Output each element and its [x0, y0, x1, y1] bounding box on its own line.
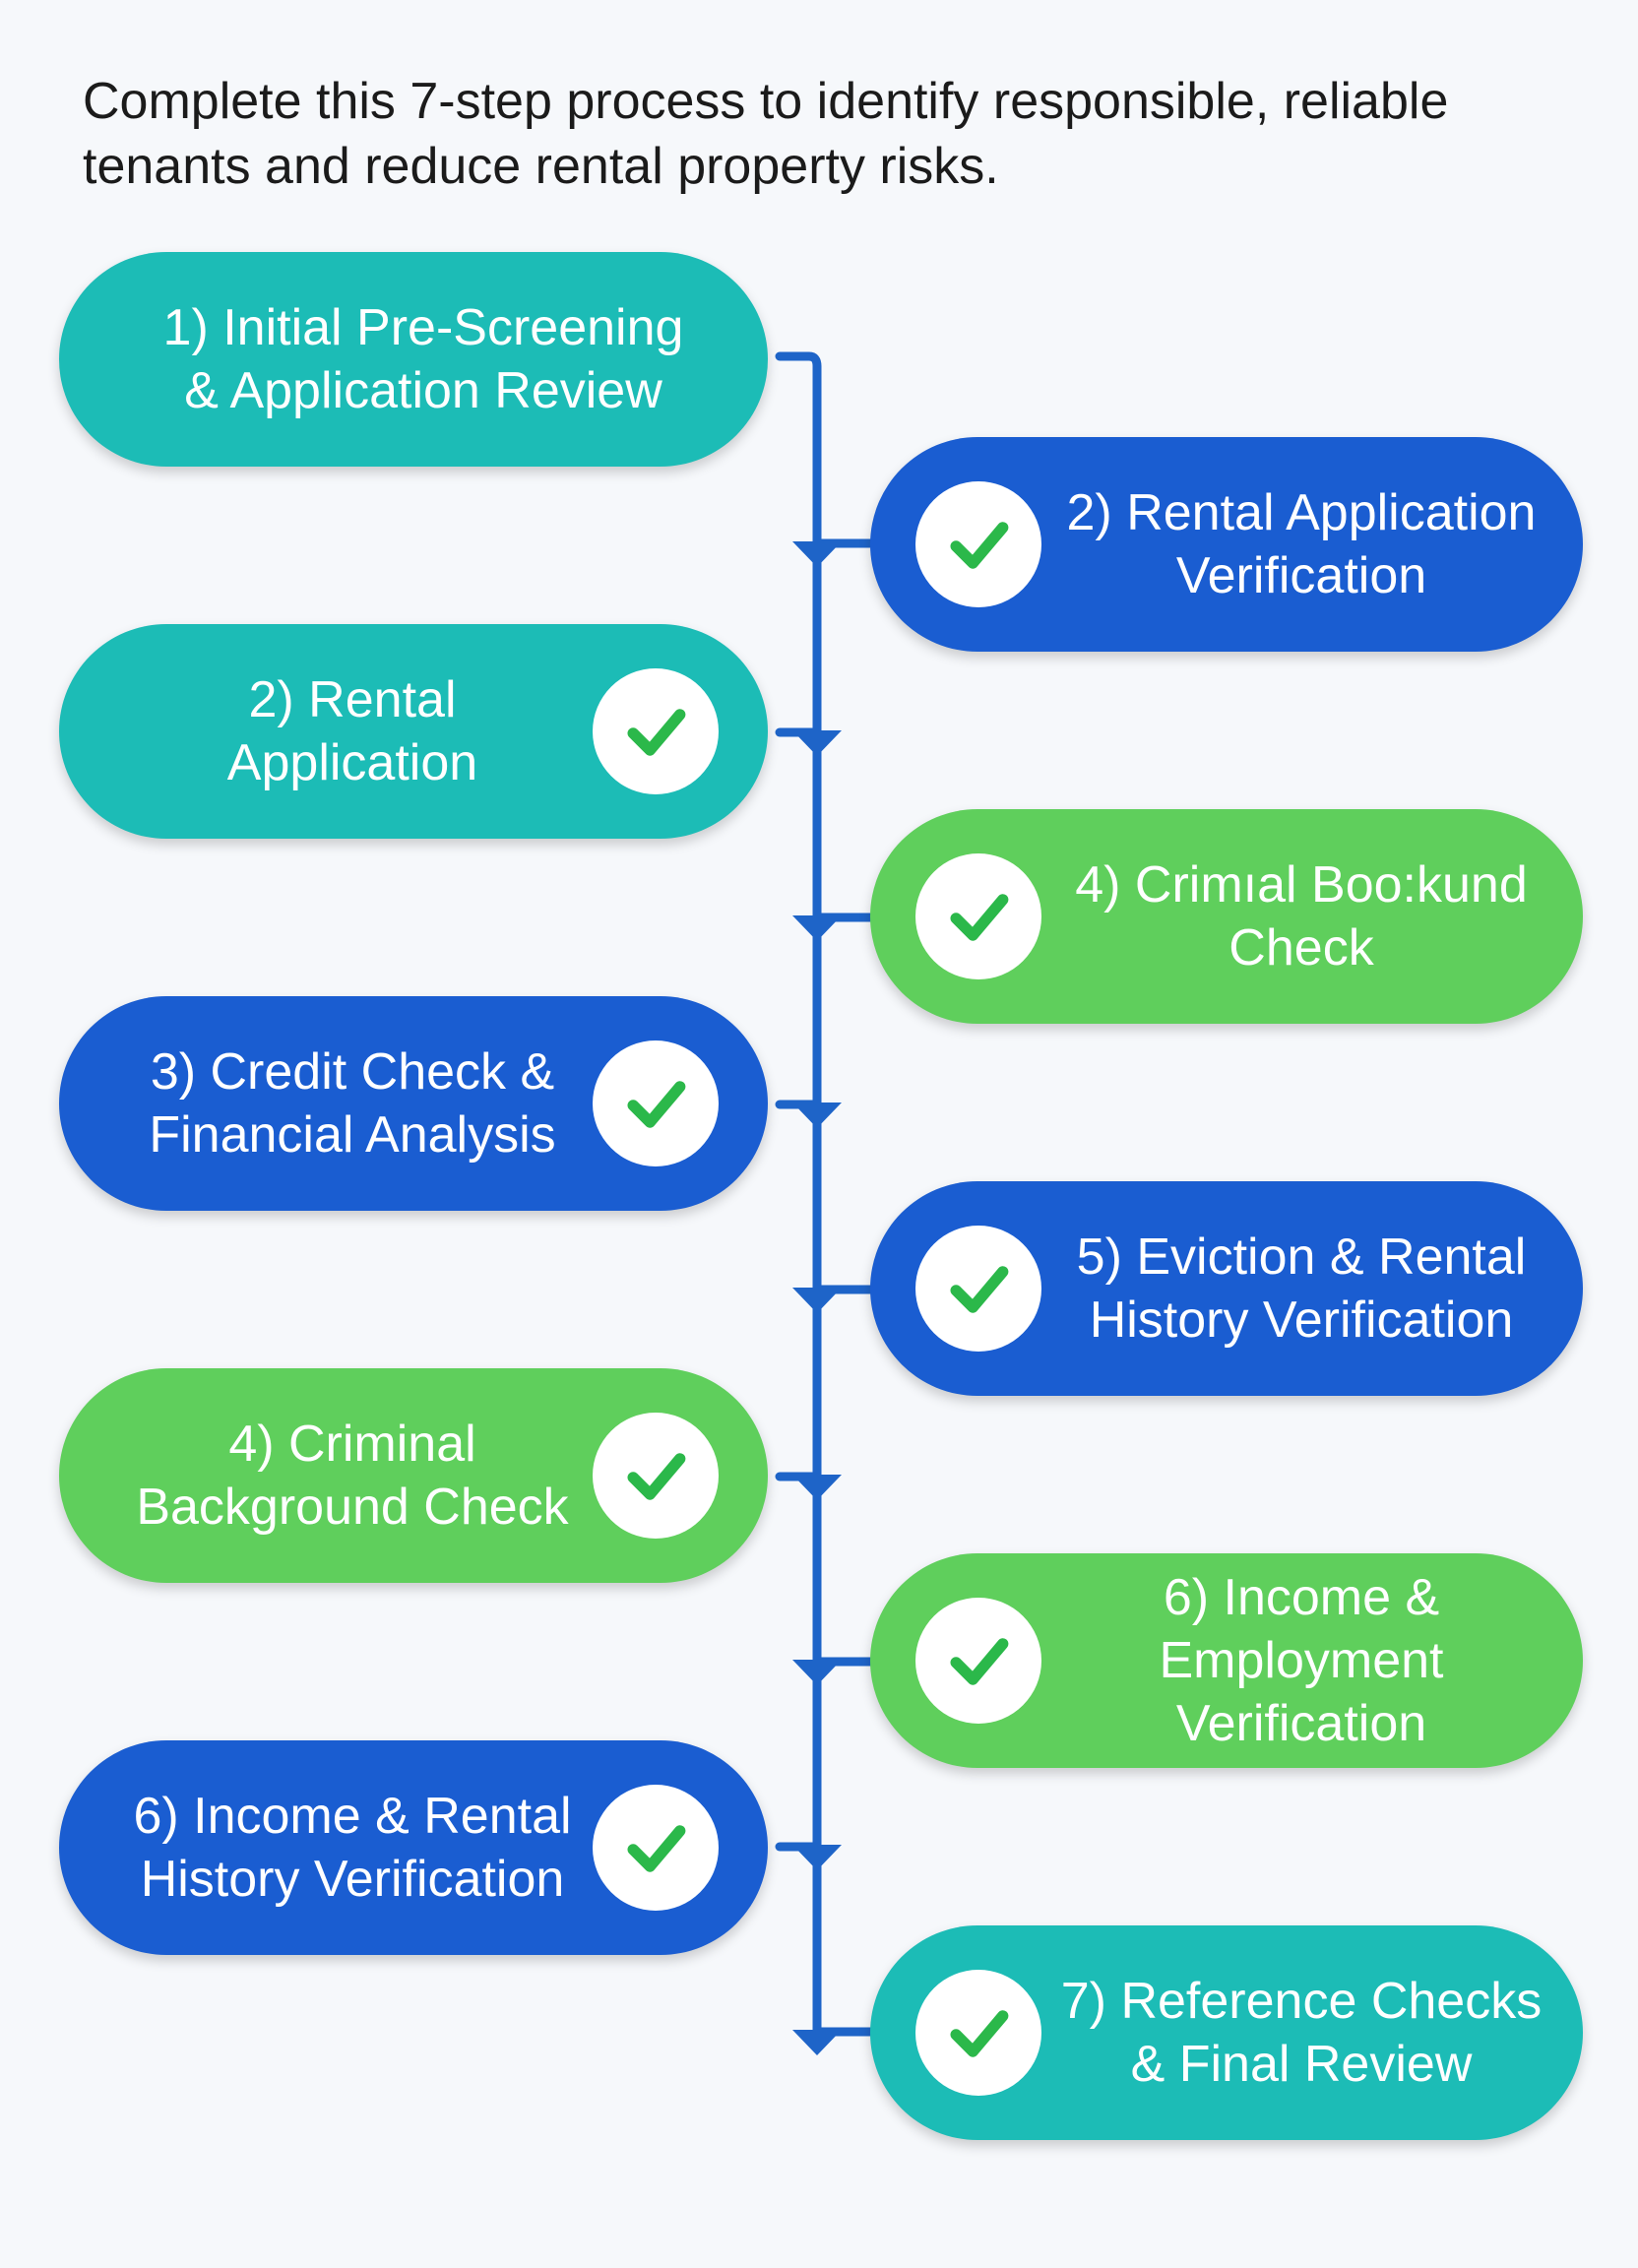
step-3-pill: 2) Rental Application: [59, 624, 768, 839]
step-label: 1) Initial Pre-Screening & Application R…: [162, 299, 684, 419]
step-2-pill: 2) Rental Application Verification: [870, 437, 1583, 652]
step-label: 7) Reference Checks & Final Review: [1060, 1973, 1543, 2093]
arrow-head-1: [792, 541, 842, 567]
step-label: 2) Rental Application: [226, 671, 478, 791]
connector-spine: [775, 351, 822, 2047]
step-label: 6) Income & Rental History Verification: [133, 1788, 572, 1908]
step-1-pill: 1) Initial Pre-Screening & Application R…: [59, 252, 768, 467]
step-label: 3) Credit Check & Financial Analysis: [149, 1043, 556, 1164]
check-icon: [915, 481, 1041, 607]
check-icon: [915, 1226, 1041, 1352]
arrow-head-4: [792, 1102, 842, 1128]
step-label: 2) Rental Application Verification: [1066, 484, 1537, 604]
step-5-pill: 3) Credit Check & Financial Analysis: [59, 996, 768, 1211]
step-8-pill: 6) Income & Employment Verification: [870, 1553, 1583, 1768]
step-label: 6) Income & Employment Verification: [1159, 1569, 1444, 1752]
intro-text: Complete this 7-step process to identify…: [83, 73, 1449, 195]
check-icon: [593, 1413, 719, 1539]
check-icon: [593, 668, 719, 794]
step-6-pill: 5) Eviction & Rental History Verificatio…: [870, 1181, 1583, 1396]
check-icon: [593, 1040, 719, 1166]
check-icon: [915, 1970, 1041, 2096]
check-icon: [915, 1598, 1041, 1724]
arrow-head-8: [792, 1845, 842, 1870]
arrow-head-7: [792, 1660, 842, 1685]
check-icon: [915, 853, 1041, 979]
step-label: 4) Crimıal Boo:kund Check: [1075, 856, 1528, 976]
step-label: 5) Eviction & Rental History Verificatio…: [1076, 1228, 1527, 1349]
arrow-head-2: [792, 730, 842, 756]
step-7-pill: 4) Criminal Background Check: [59, 1368, 768, 1583]
arrow-head-9: [792, 2030, 842, 2055]
step-10-pill: 7) Reference Checks & Final Review: [870, 1925, 1583, 2140]
step-9-pill: 6) Income & Rental History Verification: [59, 1740, 768, 1955]
arrow-head-5: [792, 1288, 842, 1313]
arrow-head-3: [792, 915, 842, 941]
check-icon: [593, 1785, 719, 1911]
arrow-head-6: [792, 1475, 842, 1500]
step-4-pill: 4) Crimıal Boo:kund Check: [870, 809, 1583, 1024]
step-label: 4) Criminal Background Check: [136, 1416, 569, 1536]
